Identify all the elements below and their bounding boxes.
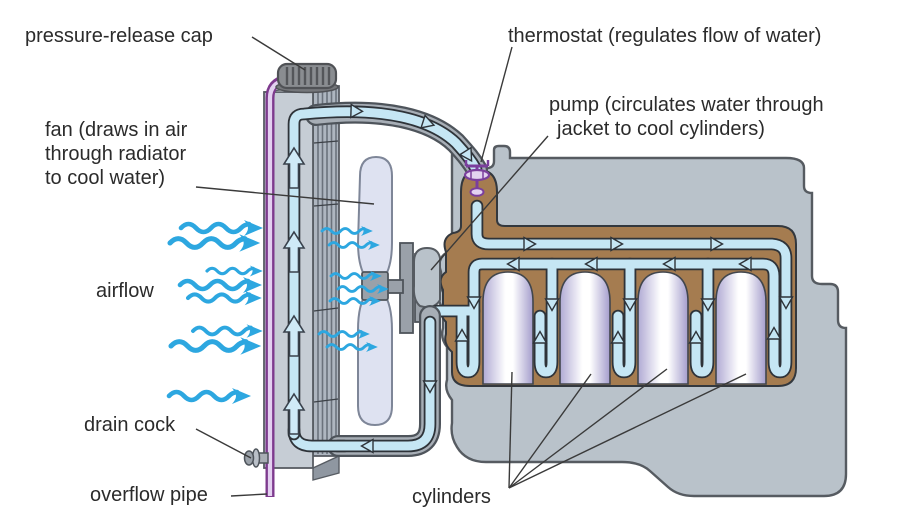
- top-hose: [287, 101, 488, 441]
- pointer-lines: [195, 36, 747, 497]
- drain-cock: [243, 448, 269, 468]
- pressure-release-cap: [275, 62, 339, 94]
- label-fan-line1: fan (draws in air: [45, 119, 188, 141]
- label-fan-line2: through radiator: [45, 143, 187, 165]
- cylinder-3: [637, 271, 689, 385]
- pointer-fan: [195, 186, 375, 205]
- pointer-drain-cock: [195, 428, 252, 459]
- label-pump-line1: pump (circulates water through: [549, 94, 824, 116]
- radiator: [263, 85, 340, 481]
- label-thermostat: thermostat (regulates flow of water): [508, 25, 821, 47]
- label-airflow: airflow: [96, 280, 154, 302]
- cylinder-4: [715, 271, 767, 385]
- thermostat: [463, 160, 491, 197]
- pointer-cylinder-3: [508, 368, 668, 489]
- radiator-bottom-shade: [312, 454, 340, 481]
- pointer-pressure-cap: [251, 36, 306, 71]
- cylinder-1: [482, 271, 534, 385]
- pointer-cylinder-4: [508, 373, 747, 489]
- cylinder-2: [559, 271, 611, 385]
- label-overflow-pipe: overflow pipe: [90, 484, 208, 506]
- pointer-thermostat: [480, 46, 513, 163]
- label-drain-cock: drain cock: [84, 414, 176, 436]
- pump-housing: [412, 246, 441, 309]
- fin-ticks: [313, 140, 339, 403]
- cylinders-group: [482, 271, 767, 385]
- label-fan-line3: to cool water): [45, 167, 165, 189]
- pump-and-bracket: [399, 242, 441, 334]
- label-pump-line2: jacket to cool cylinders): [556, 118, 765, 140]
- labels: pressure-release cap thermostat (regulat…: [25, 25, 824, 508]
- pointer-pump: [430, 135, 549, 271]
- label-cylinders: cylinders: [412, 486, 491, 508]
- pointer-cylinder-1: [508, 371, 513, 489]
- label-pressure-release-cap: pressure-release cap: [25, 25, 213, 47]
- pointer-overflow-pipe: [230, 493, 268, 497]
- pointer-cylinder-2: [508, 373, 592, 489]
